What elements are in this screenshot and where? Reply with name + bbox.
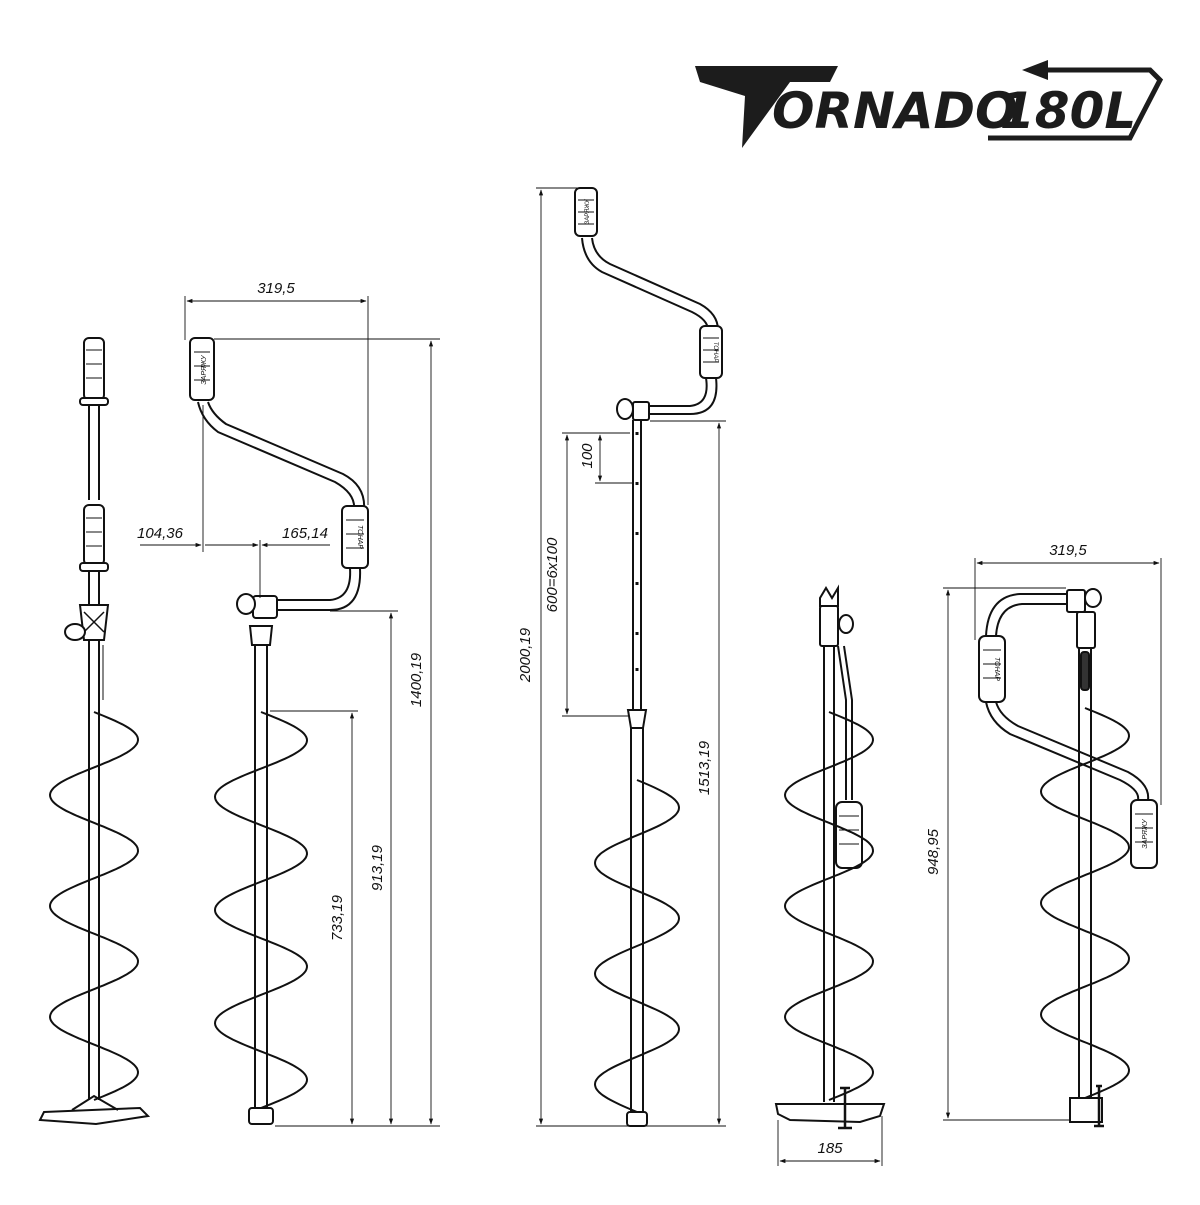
view3-coupler xyxy=(626,709,648,729)
view3-clamp-block xyxy=(632,401,650,421)
dim-to-handle: 913,19 xyxy=(369,844,386,891)
view2-clamp-block xyxy=(252,595,278,619)
view5-slot xyxy=(1080,651,1090,691)
grip-label-view5-crank: ЗАРЯЖУ xyxy=(1142,818,1149,849)
logo-underline-swoosh xyxy=(988,67,1164,141)
view4-spiral xyxy=(783,711,875,1101)
dim-step: 100 xyxy=(579,443,596,469)
view2-coupler xyxy=(248,625,274,646)
view-1-front-folded xyxy=(38,337,151,1126)
view1-wing-nut xyxy=(64,623,86,641)
view4-dimensions xyxy=(777,1116,883,1166)
dim-extension: 600=6x100 xyxy=(544,537,561,612)
dim-right-offset: 165,14 xyxy=(282,525,328,542)
view2-wing-nut xyxy=(236,593,256,615)
view4-bolt xyxy=(838,1086,852,1130)
view3-tip xyxy=(626,1111,648,1127)
grip-label-view3-crank: ТОНАР xyxy=(712,342,718,363)
dim-blade-width: 185 xyxy=(817,1140,843,1157)
dim-width-top-view2: 319,5 xyxy=(257,280,295,297)
view-4-side-folded xyxy=(774,584,886,1130)
grip-label-view5-top: ТОНАР xyxy=(993,657,1000,681)
view2-dimensions xyxy=(140,296,440,1127)
view5-spiral xyxy=(1039,707,1131,1099)
view4-top-knob xyxy=(819,584,839,607)
logo-t-emblem xyxy=(695,66,838,148)
dim-lower-view3: 1513,19 xyxy=(696,740,713,795)
view3-spiral xyxy=(593,779,681,1113)
view2-top-grip xyxy=(189,337,215,401)
view1-upper-grip xyxy=(83,337,105,401)
view1-cutting-blade xyxy=(38,1106,151,1126)
view3-crank-grip xyxy=(699,325,723,379)
dim-total-view2: 1400,19 xyxy=(408,652,425,707)
view1-lower-grip xyxy=(83,504,105,566)
view5-top-grip xyxy=(978,635,1006,703)
view2-spiral xyxy=(213,711,309,1109)
view3-dimensions xyxy=(536,187,726,1127)
view3-wing-nut xyxy=(616,398,634,420)
view5-wing-nut xyxy=(1084,588,1102,608)
dim-total-view3: 2000,19 xyxy=(517,627,534,683)
view4-grip xyxy=(835,801,863,869)
view1-spiral xyxy=(48,711,140,1101)
view5-clamp xyxy=(1066,589,1086,613)
view5-crank-grip xyxy=(1130,799,1158,869)
logo-brand-text: ORNADO xyxy=(772,82,1018,140)
brand-logo: ORNADO 180L xyxy=(695,60,1164,148)
view-2-side-assembled xyxy=(189,337,369,1125)
dim-left-offset: 104,36 xyxy=(137,525,184,542)
view-5-working xyxy=(978,588,1158,1128)
dim-width-top-view5: 319,5 xyxy=(1049,542,1087,559)
view5-dimensions xyxy=(943,558,1162,1121)
view4-top-clamp xyxy=(819,605,839,647)
view5-blade-bracket xyxy=(1069,1097,1103,1123)
view4-wing-nut xyxy=(838,614,854,634)
logo-arrow-icon xyxy=(1022,60,1048,80)
view2-tip xyxy=(248,1107,274,1125)
dim-auger-length: 733,19 xyxy=(329,894,346,941)
view5-upper-sleeve xyxy=(1076,611,1096,649)
dim-total-view5: 948,95 xyxy=(925,828,942,875)
grip-label-view2-top: ЗАРЯЖУ xyxy=(201,354,208,385)
view2-crank-grip xyxy=(341,505,369,569)
view4-blade xyxy=(774,1103,886,1124)
grip-label-view3-top: ЗАРЯЖУ xyxy=(585,198,591,224)
view-3-with-extension xyxy=(574,187,723,1127)
logo-model-text: 180L xyxy=(1000,82,1136,140)
grip-label-view2-crank: ТОНАР xyxy=(356,525,363,549)
